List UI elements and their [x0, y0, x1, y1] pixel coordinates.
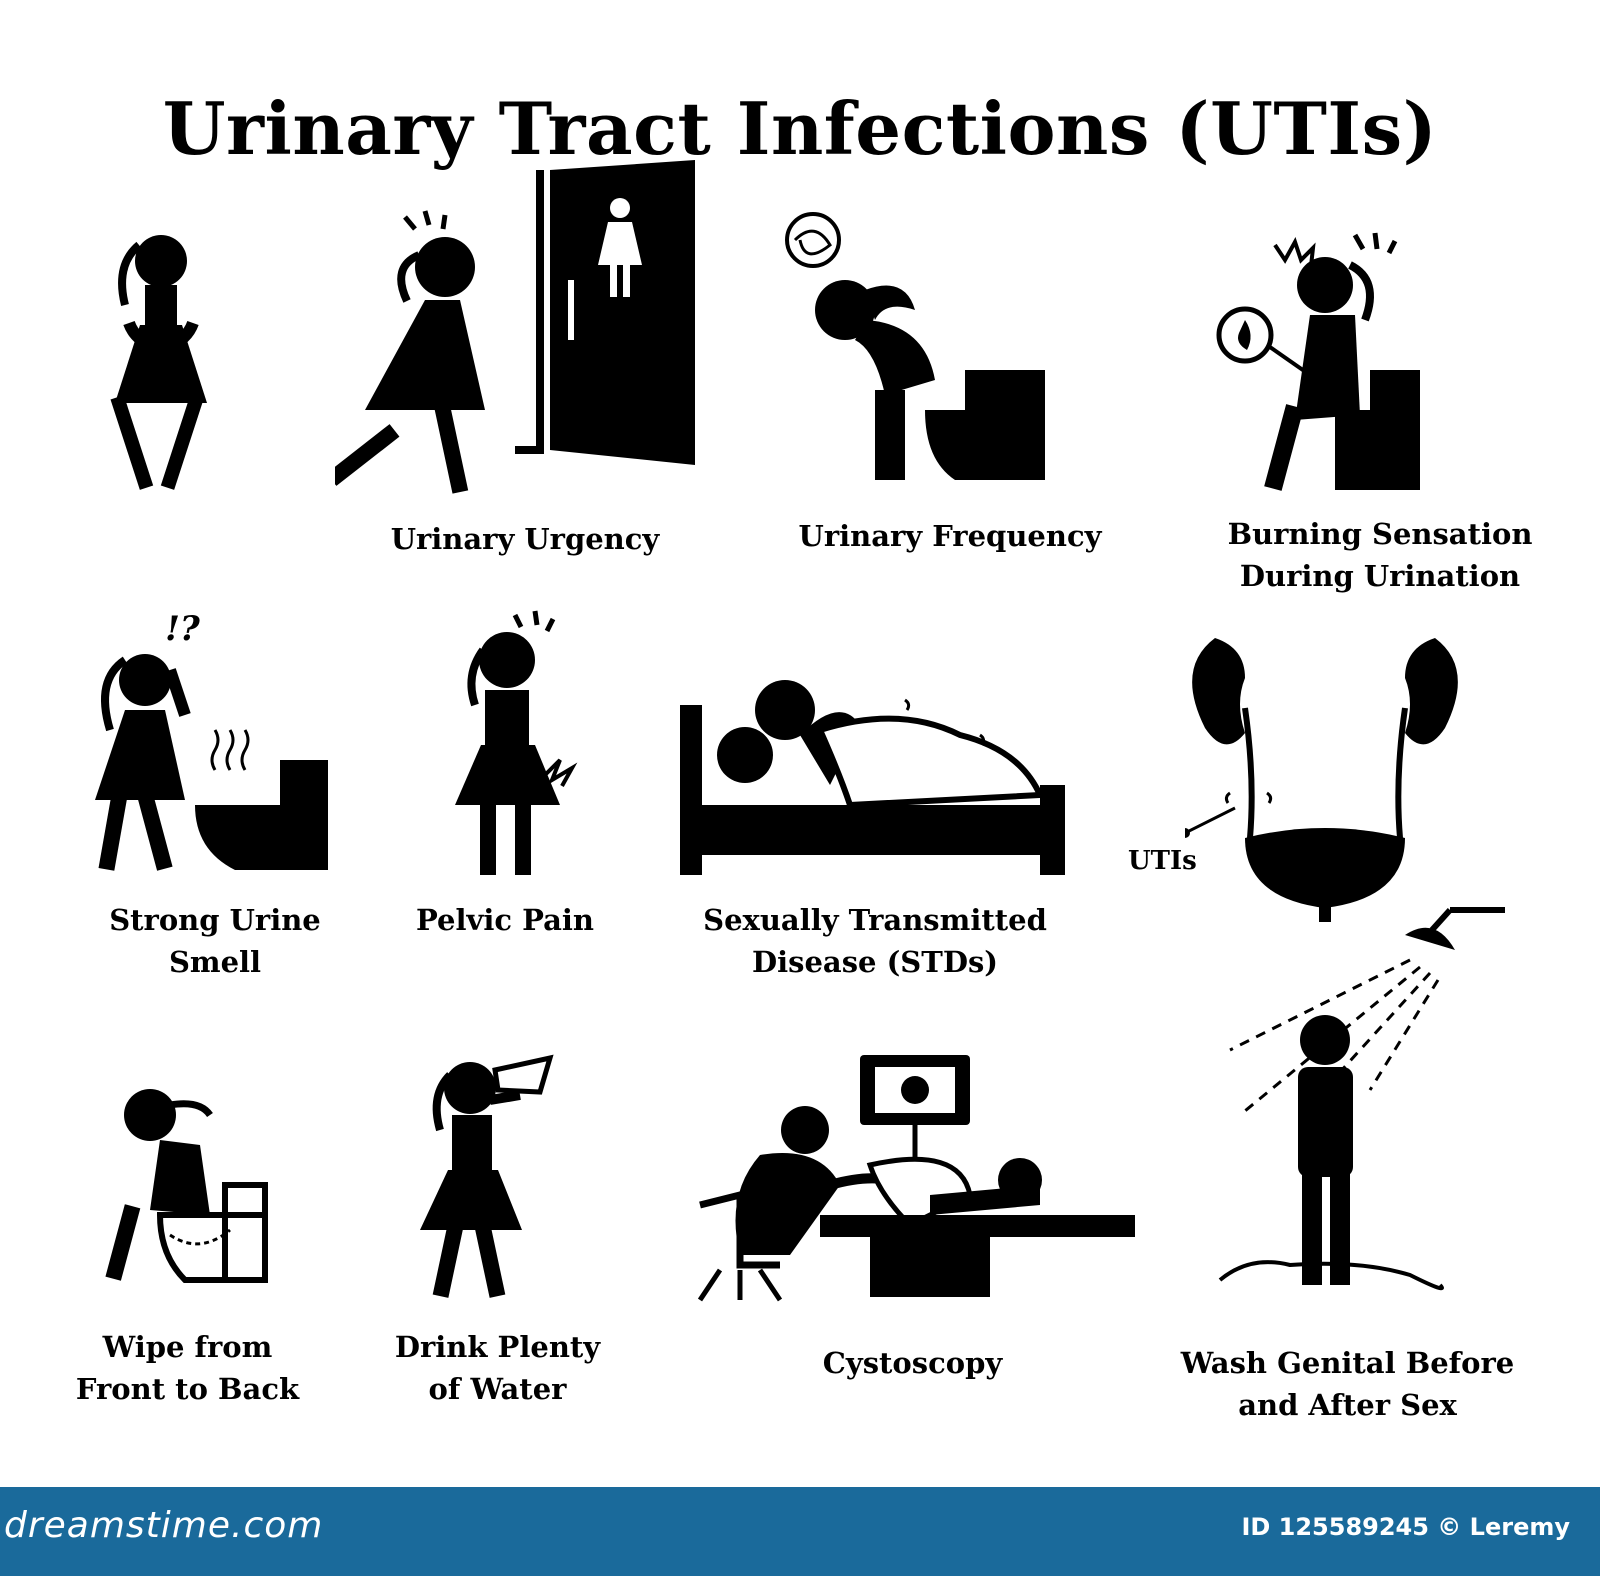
label-wash-genital-line2: and After Sex [1238, 1388, 1457, 1422]
label-wash-genital: Wash Genital Before and After Sex [1150, 1342, 1545, 1426]
label-wash-genital-line1: Wash Genital Before [1180, 1346, 1515, 1380]
label-wipe: Wipe from Front to Back [40, 1326, 335, 1410]
man-washing-in-shower-icon [1210, 905, 1510, 1305]
woman-drinking-water-icon [410, 1050, 560, 1300]
label-wipe-line1: Wipe from [102, 1330, 273, 1364]
couple-in-bed-icon [680, 665, 1065, 875]
confusion-mark-text: !? [165, 609, 201, 649]
label-cystoscopy-line1: Cystoscopy [822, 1346, 1003, 1380]
uti-pointer-label: UTIs [1128, 846, 1197, 876]
label-drink-water: Drink Plenty of Water [350, 1326, 645, 1410]
label-pelvic-pain: Pelvic Pain [365, 899, 645, 941]
label-burning-sensation: Burning Sensation During Urination [1180, 513, 1580, 597]
urinary-system-anatomy-icon [1185, 628, 1470, 923]
label-burning-sensation-line2: During Urination [1239, 559, 1521, 593]
cystoscopy-procedure-icon [680, 1055, 1135, 1310]
label-burning-sensation-line1: Burning Sensation [1227, 517, 1533, 551]
label-urinary-urgency-line1: Urinary Urgency [390, 522, 660, 556]
label-std: Sexually Transmitted Disease (STDs) [650, 899, 1100, 983]
woman-pelvic-pain-icon [445, 605, 595, 880]
restroom-door-icon [510, 160, 695, 465]
label-drink-water-line1: Drink Plenty [394, 1330, 601, 1364]
label-strong-urine-smell-line1: Strong Urine [109, 903, 321, 937]
poster-title: Urinary Tract Infections (UTIs) [162, 86, 1438, 172]
label-strong-urine-smell: Strong Urine Smell [60, 899, 370, 983]
footer-site-logo[interactable]: dreamstime.com [4, 1505, 324, 1546]
label-cystoscopy: Cystoscopy [760, 1342, 1065, 1384]
label-strong-urine-smell-line2: Smell [168, 945, 262, 979]
label-std-line1: Sexually Transmitted [703, 903, 1047, 937]
footer-bar: dreamstime.com ID 125589245 © Leremy [0, 1487, 1600, 1576]
label-drink-water-line2: of Water [428, 1372, 567, 1406]
woman-rushing-to-restroom-icon [335, 205, 535, 495]
woman-wiping-on-toilet-icon [100, 1085, 275, 1285]
woman-burning-pain-on-toilet-icon [1215, 225, 1440, 495]
footer-image-id: ID 125589245 © Leremy [1241, 1513, 1570, 1541]
label-std-line2: Disease (STDs) [751, 945, 999, 979]
label-urinary-frequency-line1: Urinary Frequency [798, 519, 1102, 553]
label-pelvic-pain-line1: Pelvic Pain [415, 903, 595, 937]
label-urinary-urgency: Urinary Urgency [330, 518, 720, 560]
woman-covering-nose-icon: !? [75, 600, 335, 880]
woman-holding-crotch-icon [95, 225, 225, 495]
label-urinary-frequency: Urinary Frequency [760, 515, 1140, 557]
label-wipe-line2: Front to Back [75, 1372, 300, 1406]
woman-bending-to-toilet-icon [775, 210, 1065, 490]
